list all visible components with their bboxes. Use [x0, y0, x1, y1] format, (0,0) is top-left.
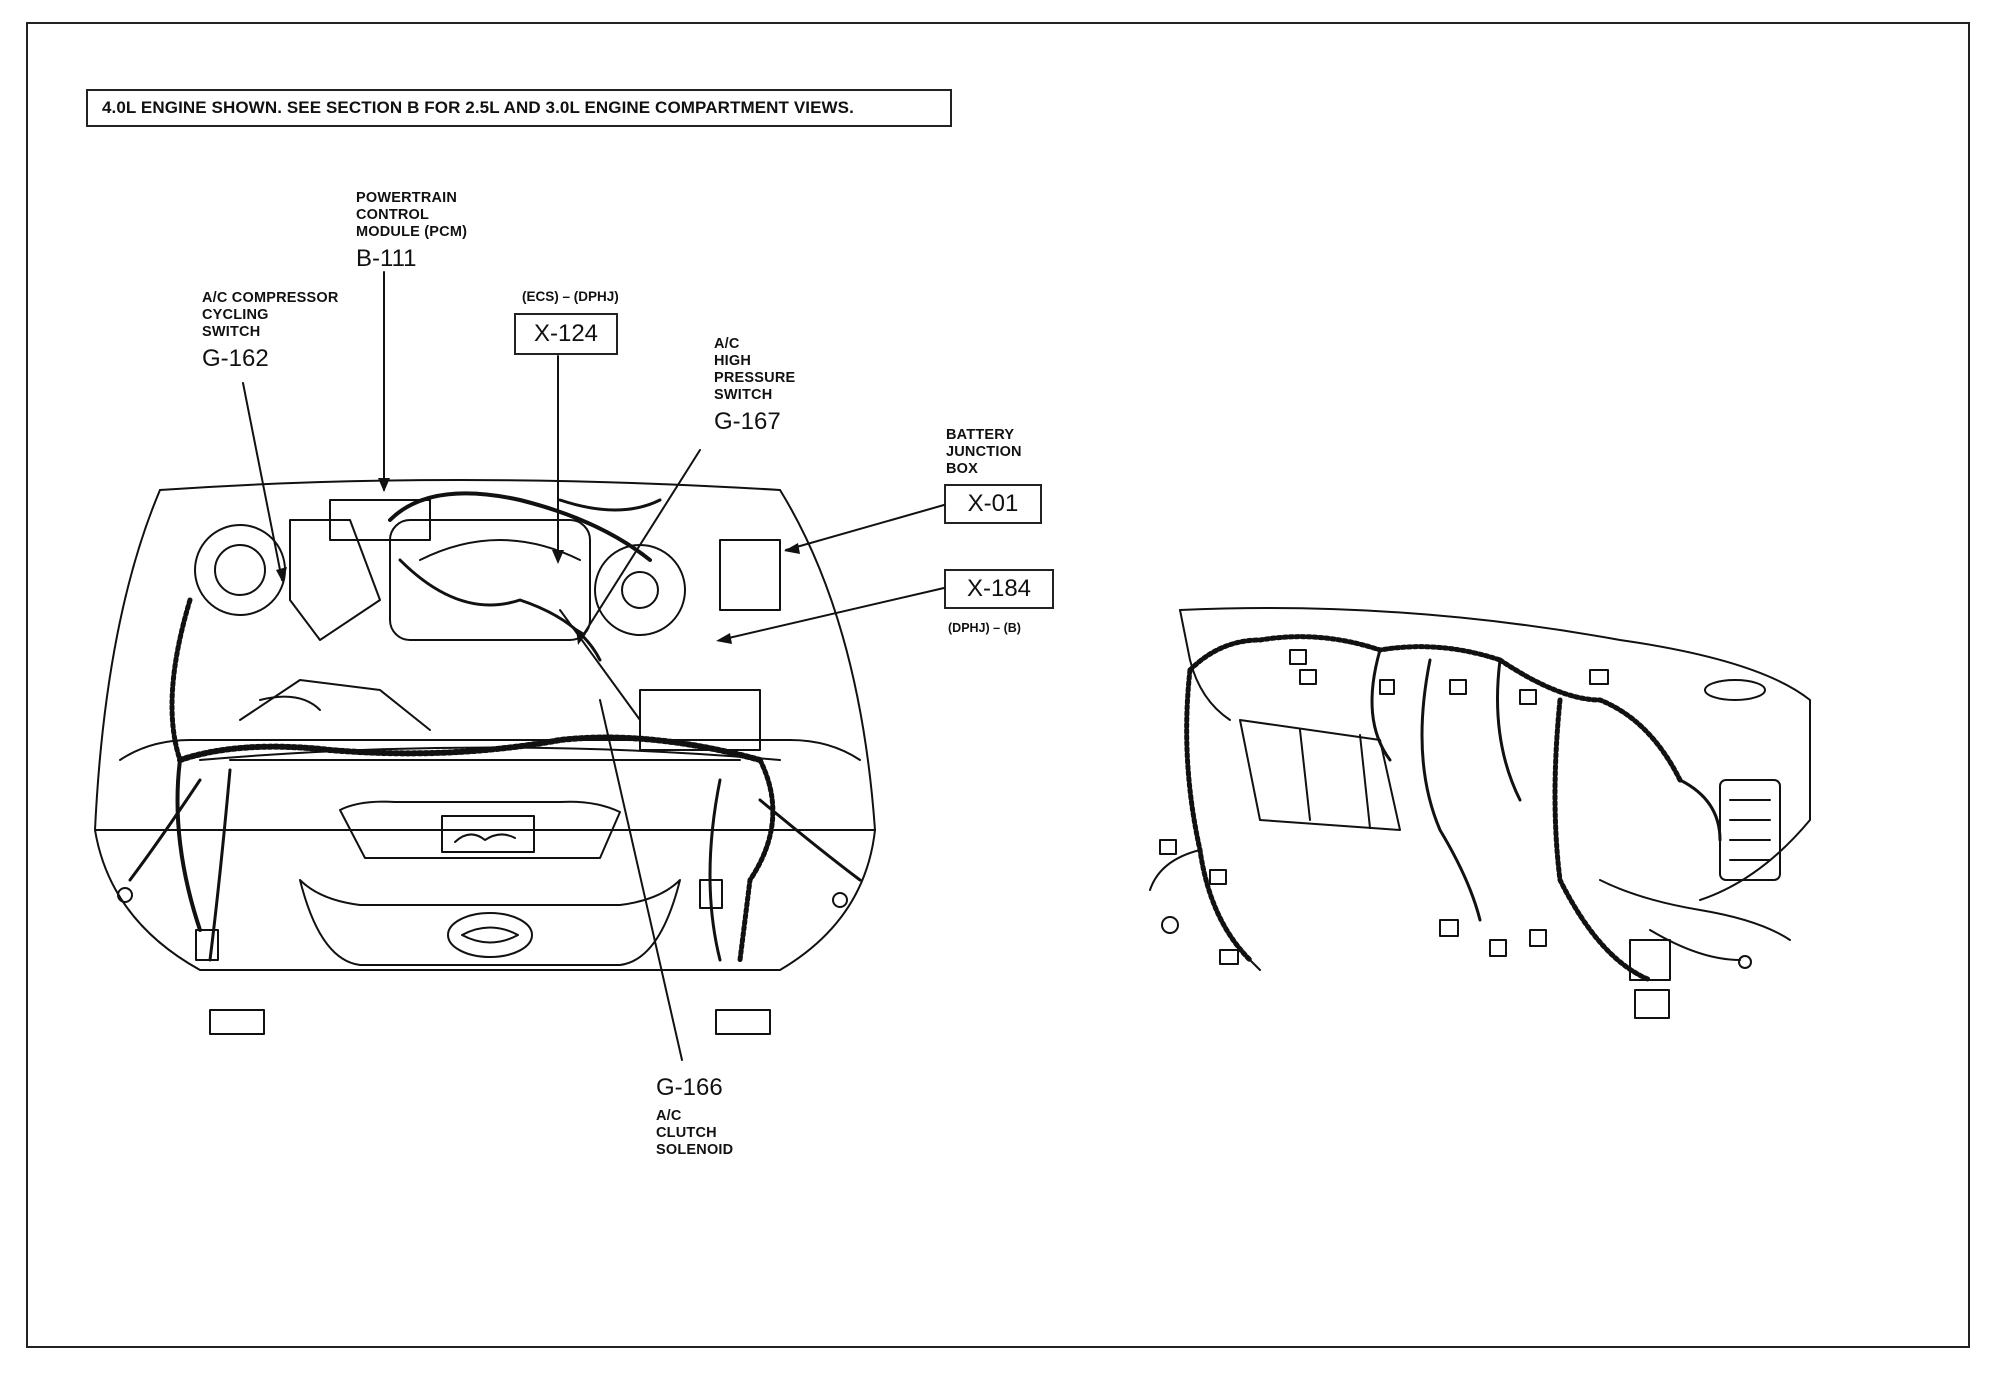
ac-cycling-switch-label: A/C COMPRESSOR CYCLING SWITCH	[202, 290, 339, 340]
ac-high-pressure-switch-code: G-167	[714, 408, 781, 435]
ac-clutch-solenoid-code: G-166	[656, 1074, 723, 1101]
pcm-label: POWERTRAIN CONTROL MODULE (PCM)	[356, 190, 468, 240]
instrument-panel-harness-view	[1149, 607, 1811, 1019]
x184-connector-box: X-184	[944, 569, 1054, 609]
engine-note-banner: 4.0L ENGINE SHOWN. SEE SECTION B FOR 2.5…	[86, 89, 952, 127]
battery-junction-box-label: BATTERY JUNCTION BOX	[946, 427, 1022, 477]
diagram-frame	[26, 22, 1970, 1348]
pcm-code: B-111	[356, 245, 417, 272]
x124-connector-box: X-124	[514, 313, 618, 355]
vehicle-front-view	[94, 479, 876, 1035]
x184-note: (DPHJ) – (B)	[948, 621, 1021, 635]
ac-high-pressure-switch-label: A/C HIGH PRESSURE SWITCH	[714, 336, 796, 403]
ac-clutch-solenoid-label: A/C CLUTCH SOLENOID	[656, 1108, 734, 1158]
x01-connector-box: X-01	[944, 484, 1042, 524]
ac-cycling-switch-code: G-162	[202, 345, 269, 372]
leader-lines	[242, 271, 945, 1061]
x124-note: (ECS) – (DPHJ)	[522, 289, 619, 304]
